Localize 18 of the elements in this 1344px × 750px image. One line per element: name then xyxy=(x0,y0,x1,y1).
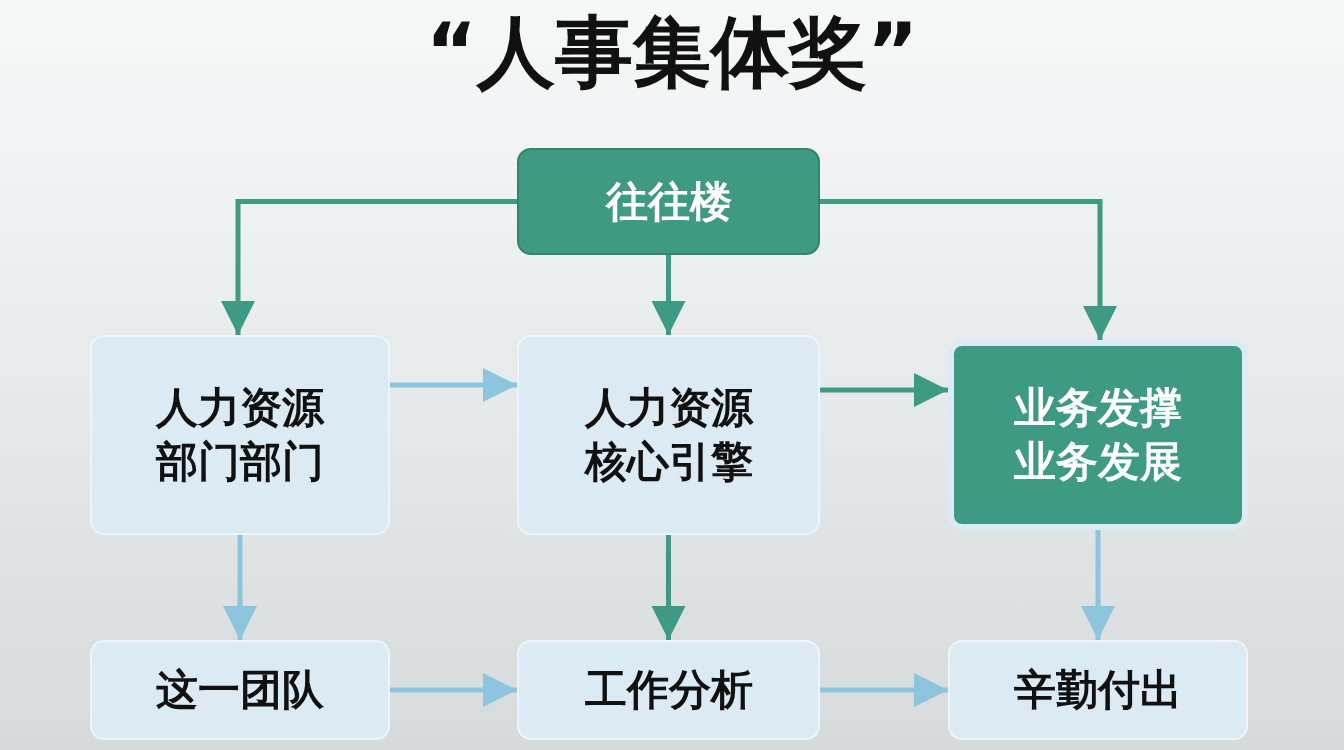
process-box: 人力资源部门部门 xyxy=(90,335,390,535)
process-box: 人力资源核心引擎 xyxy=(517,335,820,535)
process-box: 往往楼 xyxy=(517,148,820,255)
process-box: 工作分析 xyxy=(517,640,820,740)
arrow xyxy=(820,673,948,707)
arrow xyxy=(651,535,686,640)
title: “人事集体奖” xyxy=(424,6,920,99)
arrow xyxy=(221,199,517,335)
process-box: 业务发撑业务发展 xyxy=(948,340,1248,530)
arrow xyxy=(820,199,1117,340)
arrow xyxy=(223,535,257,640)
process-box: 辛勤付出 xyxy=(948,640,1248,740)
arrow xyxy=(651,255,686,335)
arrow xyxy=(820,373,948,407)
arrow xyxy=(390,673,517,707)
arrow xyxy=(390,368,517,402)
arrow xyxy=(1081,530,1115,640)
process-box: 这一团队 xyxy=(90,640,390,740)
